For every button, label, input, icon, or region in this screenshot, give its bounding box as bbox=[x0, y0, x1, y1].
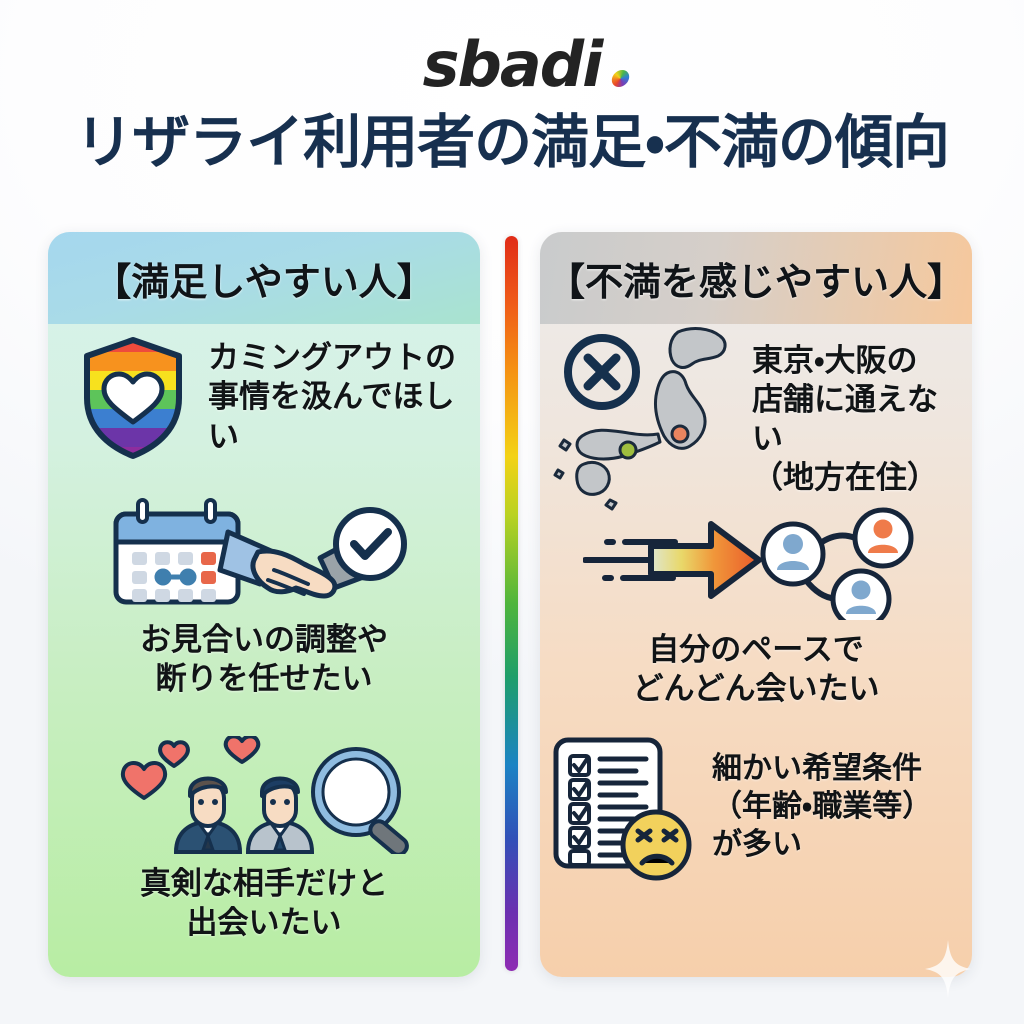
list-item-label: 真剣な相手だけと 出会いたい bbox=[140, 866, 388, 941]
panel-dissatisfied-header: 【不満を感じやすい人】 bbox=[540, 232, 972, 324]
rainbow-dot-icon bbox=[610, 70, 631, 87]
list-item: 真剣な相手だけと 出会いたい bbox=[48, 736, 480, 942]
checklist-frustrated-face-icon bbox=[546, 732, 702, 882]
list-item-label: 自分のペースで どんどん会いたい bbox=[632, 632, 880, 707]
rainbow-divider bbox=[505, 236, 518, 971]
list-item: 自分のペースで どんどん会いたい bbox=[540, 502, 972, 708]
list-item-label: 細かい希望条件 （年齢・職業等） が多い bbox=[712, 752, 933, 861]
list-item: お見合いの調整や 断りを任せたい bbox=[48, 492, 480, 698]
rainbow-shield-heart-icon bbox=[74, 332, 192, 462]
panel-satisfied-body: カミングアウトの 事情を汲んでほしい bbox=[48, 324, 480, 977]
list-item-label: 東京・大阪の 店舗に通えない （地方在住） bbox=[752, 342, 938, 496]
panel-dissatisfied: 【不満を感じやすい人】 bbox=[540, 232, 972, 977]
panel-satisfied: 【満足しやすい人】 bbox=[48, 232, 480, 977]
list-item: カミングアウトの 事情を汲んでほしい bbox=[48, 332, 480, 462]
calendar-handshake-check-icon bbox=[108, 492, 420, 610]
list-item-label: カミングアウトの 事情を汲んでほしい bbox=[208, 340, 456, 454]
panel-dissatisfied-body: 東京・大阪の 店舗に通えない （地方在住） bbox=[540, 324, 972, 977]
list-item: 細かい希望条件 （年齢・職業等） が多い bbox=[540, 732, 972, 882]
fast-arrow-people-network-icon bbox=[583, 502, 929, 620]
brand-logo: sbadi bbox=[0, 34, 1024, 104]
page-title: リザライ利用者の満足・不満の傾向 bbox=[75, 110, 950, 175]
panel-satisfied-header: 【満足しやすい人】 bbox=[48, 232, 480, 324]
two-men-hearts-magnifier-icon bbox=[114, 736, 414, 854]
list-item: 東京・大阪の 店舗に通えない （地方在住） bbox=[540, 324, 972, 514]
brand-wordmark: sbadi bbox=[422, 28, 604, 101]
list-item-label: お見合いの調整や 断りを任せたい bbox=[140, 622, 388, 697]
japan-map-cross-icon bbox=[550, 324, 746, 514]
